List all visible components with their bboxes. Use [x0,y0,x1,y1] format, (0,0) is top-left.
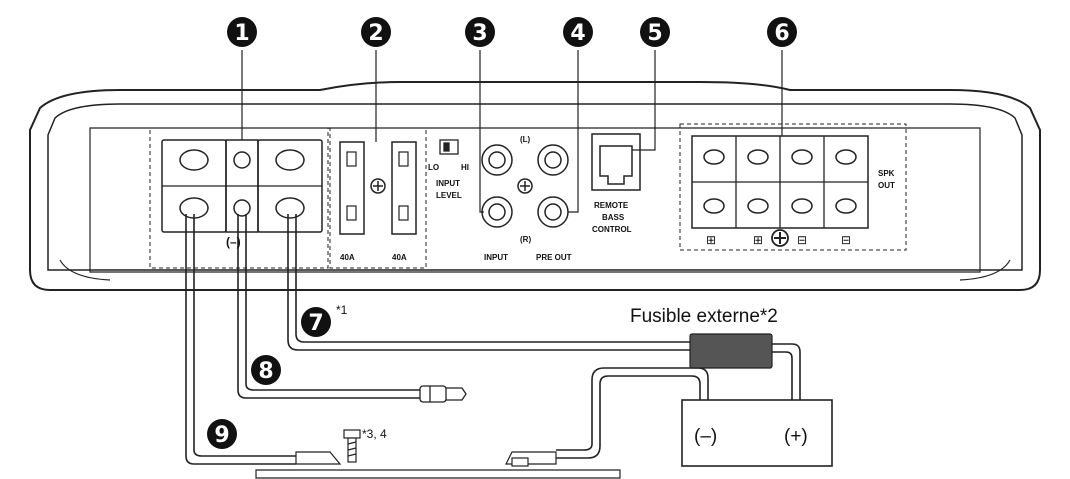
callout-markers-top [227,17,797,47]
fuse-left-label: 40A [340,253,355,262]
remote-label-line1: REMOTE [594,201,629,210]
callout-leader-lines [241,50,783,213]
callout-6: 6 [774,21,789,46]
note-1: *1 [336,303,348,317]
callout-1: 1 [234,21,249,46]
chassis-ground-strip [255,451,621,479]
remote-bass-port [591,133,641,191]
ground-screw-icon [343,429,361,463]
level-lo-label: LO [428,163,439,172]
rca-left-channel-label: (L) [520,135,531,144]
ground-terminal-label: (–) [226,235,241,249]
level-hi-label: HI [461,163,469,172]
external-fuse [689,333,773,369]
wiring-cables [185,214,801,465]
external-fuse-label: Fusible externe*2 [630,306,778,327]
spk-plus-label-2: ⊞ [753,233,763,247]
spk-minus-label-2: ⊟ [841,233,851,247]
input-level-switch [439,139,459,155]
remote-connector-plug [419,385,467,403]
input-level-label-line2: LEVEL [436,191,462,200]
ground-bolt-icon [511,457,529,467]
fuse-block [329,127,427,269]
callout-3: 3 [472,21,487,46]
spk-plus-label-1: ⊞ [706,233,716,247]
callout-4: 4 [570,21,585,46]
battery [681,399,833,467]
amplifier-chassis [29,81,1041,291]
battery-negative-label: (–) [694,426,717,447]
callout-markers-bottom [207,307,331,449]
rca-right-channel-label: (R) [520,235,531,244]
input-level-label-line1: INPUT [436,179,460,188]
speaker-output-block [679,123,907,251]
spk-out-label-line2: OUT [878,181,895,190]
pre-out-label: PRE OUT [536,253,572,262]
remote-label-line2: BASS [602,213,625,222]
battery-positive-label: (+) [784,426,808,447]
rca-jacks [481,144,569,228]
fuse-right-label: 40A [392,253,407,262]
callout-7: 7 [308,311,323,336]
spk-minus-label-1: ⊟ [797,233,807,247]
callout-2: 2 [368,21,383,46]
callout-9: 9 [214,423,229,448]
callout-8: 8 [258,359,273,384]
spk-out-label-line1: SPK [878,169,895,178]
input-label: INPUT [484,253,508,262]
note-3-4: *3, 4 [362,427,387,441]
power-terminal-block [149,127,329,269]
remote-label-line3: CONTROL [592,225,632,234]
callout-5: 5 [647,21,662,46]
